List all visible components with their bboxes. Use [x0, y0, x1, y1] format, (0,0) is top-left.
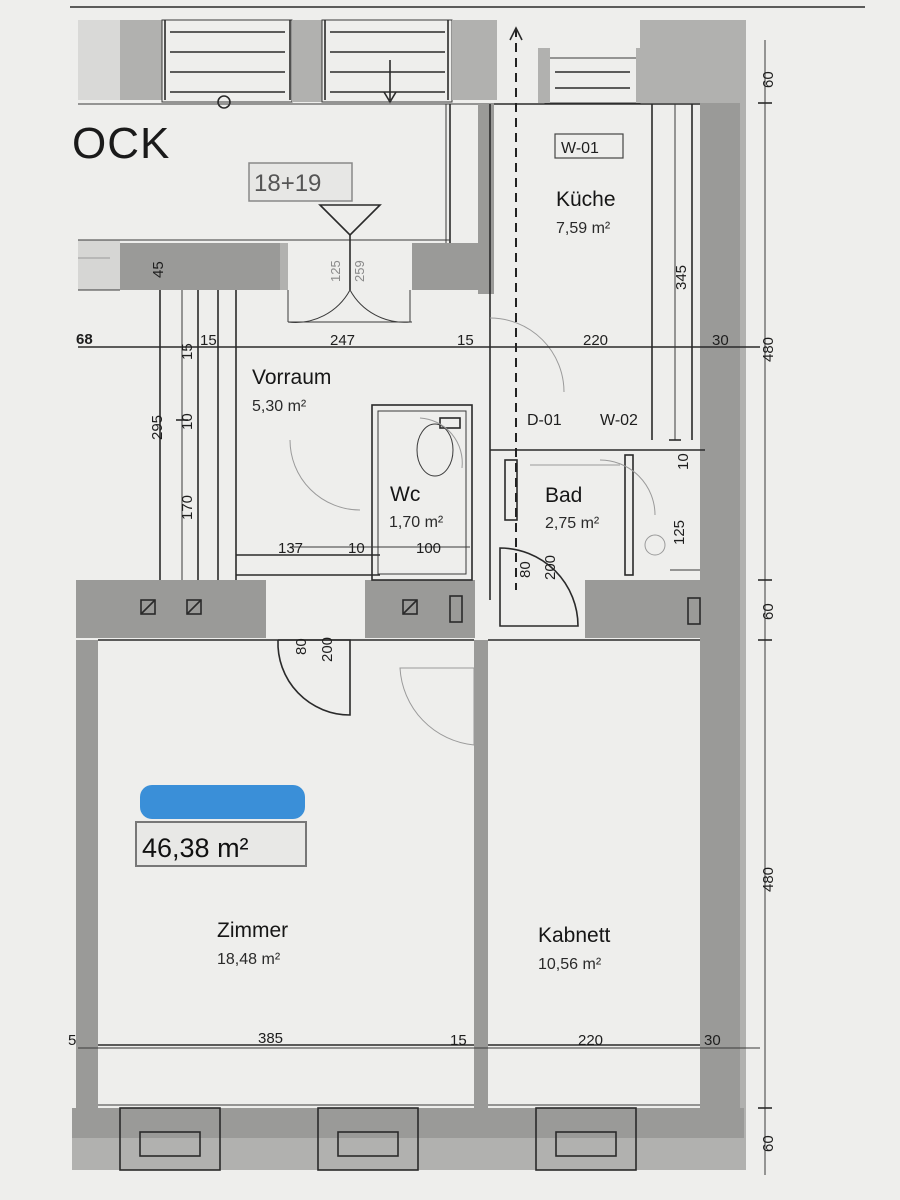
dim-200a: 200	[319, 637, 336, 662]
zimmer-name: Zimmer	[217, 919, 288, 942]
interior-lines	[78, 103, 705, 1106]
wall-upper-left	[120, 243, 280, 290]
dim-top-15b: 15	[457, 332, 474, 349]
kabinett-area: 10,56 m²	[538, 956, 602, 973]
dim-top-220: 220	[583, 332, 608, 349]
bad-name: Bad	[545, 484, 582, 507]
kueche-code-box	[554, 133, 624, 159]
wall-right-edge	[740, 20, 746, 1170]
unit-tag-box	[248, 162, 353, 202]
kabinett-name: Kabnett	[538, 924, 611, 947]
section-label: OCK	[72, 119, 170, 168]
dim-137: 137	[278, 540, 303, 557]
bad-area: 2,75 m²	[545, 515, 600, 532]
wall-mid-center	[365, 580, 475, 638]
dim-345: 345	[673, 265, 690, 290]
dim-bottom-385: 385	[258, 1030, 283, 1047]
dim-125: 125	[671, 520, 688, 545]
total-area: 46,38 m²	[142, 833, 249, 863]
dim-80b: 80	[517, 561, 534, 578]
wall-mid-left	[76, 580, 266, 638]
dim-top-30: 30	[712, 332, 729, 349]
dim-295: 295	[149, 415, 166, 440]
kueche-code: W-01	[561, 140, 599, 157]
unit-tag: 18+19	[254, 170, 321, 197]
dim-80a: 80	[293, 638, 310, 655]
wall-bottom-exterior	[72, 1138, 744, 1170]
wall-kitchen-left	[478, 104, 494, 294]
dim-right-480b: 480	[760, 867, 777, 892]
dim-259: 259	[352, 260, 367, 282]
wall-right-outer	[700, 103, 740, 1113]
wc-name: Wc	[390, 483, 420, 506]
wall-bottom	[72, 1108, 744, 1138]
staircase-top	[78, 19, 500, 109]
wall-left-outer	[76, 640, 98, 1110]
dim-bottom-30: 30	[704, 1032, 721, 1049]
wc-fixtures	[371, 404, 701, 625]
dim-170: 170	[179, 495, 196, 520]
dim-right-480a: 480	[760, 337, 777, 362]
dim-45: 45	[150, 261, 167, 278]
total-area-box	[135, 821, 307, 867]
balcony-top-right	[538, 20, 740, 104]
vorraum-area: 5,30 m²	[252, 398, 307, 415]
wall-upper-left-ledge	[78, 240, 120, 290]
zimmer-area: 18,48 m²	[217, 951, 281, 968]
dim-125-door: 125	[328, 260, 343, 282]
dim-200b: 200	[542, 555, 559, 580]
dim-bottom-15: 15	[450, 1032, 467, 1049]
wall-mid-right	[585, 580, 703, 638]
dim-bottom-220: 220	[578, 1032, 603, 1049]
dim-right-60b: 60	[760, 603, 777, 620]
bottom-windows	[119, 1107, 637, 1171]
dim-top-247: 247	[330, 332, 355, 349]
kueche-area: 7,59 m²	[556, 220, 611, 237]
code-d01: D-01	[527, 412, 562, 429]
dim-right-60c: 60	[760, 1135, 777, 1152]
dimension-lines	[78, 40, 772, 1175]
dim-upper-15: 15	[179, 343, 196, 360]
dim-10: 10	[348, 540, 365, 557]
door-swings	[277, 204, 656, 746]
dim-level: 68	[76, 331, 93, 348]
wall-zimmer-kabinett	[474, 640, 488, 1110]
wc-area: 1,70 m²	[389, 514, 444, 531]
kueche-name: Küche	[556, 188, 616, 211]
dim-bottom-5: 5	[68, 1032, 76, 1049]
axis-arrow-icon	[509, 26, 523, 41]
wall-upper-left-jamb	[280, 243, 288, 290]
vorraum-name: Vorraum	[252, 366, 331, 389]
code-w02: W-02	[600, 412, 638, 429]
redacted-label	[140, 785, 305, 819]
dim-v10: 10	[179, 413, 196, 430]
vent-symbols	[140, 599, 418, 615]
dim-v10-right: 10	[675, 453, 692, 470]
dim-right-60a: 60	[760, 71, 777, 88]
dim-100: 100	[416, 540, 441, 557]
dim-top-15a: 15	[200, 332, 217, 349]
column-marker-icon	[217, 95, 231, 109]
